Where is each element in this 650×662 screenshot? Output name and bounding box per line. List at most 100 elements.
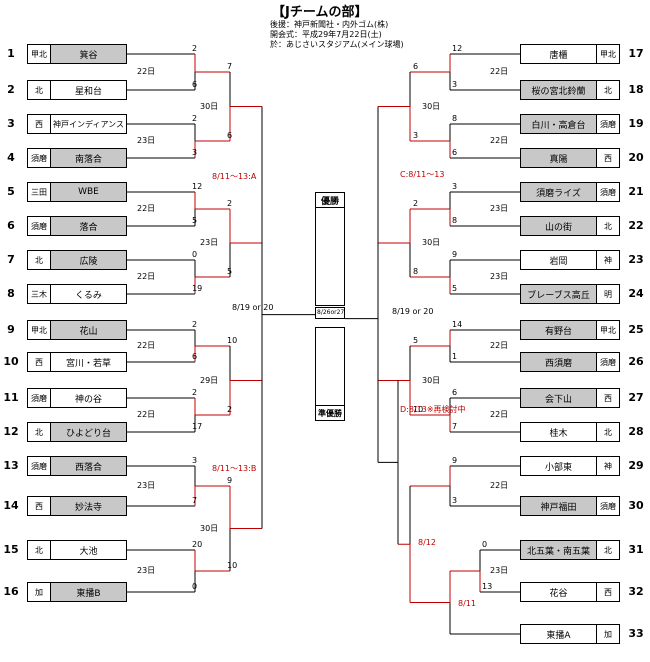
seed-number: 12 [3,425,19,438]
team-entry: 北北五葉・南五葉 [520,540,620,560]
score: 14 [452,320,463,329]
district-label: 北 [596,217,619,235]
score: 8 [452,114,458,123]
match-day: 23日 [137,566,156,575]
seed-number: 16 [3,585,19,598]
score: 3 [452,80,458,89]
score: 19 [192,284,203,293]
team-entry: 須磨西落合 [27,456,127,476]
seed-number: 21 [628,185,644,198]
district-label: 北 [596,423,619,441]
team-name: 真陽 [521,149,596,167]
seed-number: 22 [628,219,644,232]
seed-number: 2 [7,83,15,96]
sponsor-line: 後援：神戸新聞社・内外ゴム(株) [270,20,389,29]
champion-box [315,192,345,306]
score: 1 [452,352,458,361]
score: 7 [452,422,458,431]
team-name: 花谷 [549,588,568,599]
seed-number: 24 [628,287,644,300]
round-date: 8/11〜13:A [212,171,257,181]
team-name: 落合 [51,217,126,235]
champion-label-box [315,192,345,208]
match-day: 23日 [200,238,219,247]
score: 8 [413,267,419,276]
seed-number: 17 [628,47,644,60]
runner-up-label-box [315,405,345,421]
score: 10 [413,405,424,414]
score: 2 [192,44,198,53]
score: 6 [413,62,419,71]
team-name: 神戸インディアンス [53,119,124,129]
team-name: 花山 [51,321,126,339]
score: 3 [192,456,198,465]
district-label: 明 [596,285,619,303]
score: 3 [452,182,458,191]
team-name: 大池 [79,546,98,557]
score: 0 [482,540,488,549]
district-label: 西 [28,497,51,515]
team-name: 東播B [51,583,126,601]
district-label: 須磨 [596,115,619,133]
team-entry: 須磨 神の谷 [27,388,127,408]
score: 5 [452,284,458,293]
score: 2 [413,199,419,208]
page-title: 【Jチームの部】 [272,5,368,20]
seed-number: 33 [628,627,644,640]
score: 10 [227,561,238,570]
score: 9 [452,456,458,465]
team-entry: 甲北有野台 [520,320,620,340]
team-name: 箕谷 [51,45,126,63]
score: 0 [192,582,198,591]
seed-number: 19 [628,117,644,130]
seed-number: 11 [3,391,19,404]
team-entry: 須磨須磨ライズ [520,182,620,202]
district-label: 西 [596,389,619,407]
score: 2 [192,320,198,329]
district-label: 西 [596,149,619,167]
seed-number: 26 [628,355,644,368]
match-day: 22日 [137,341,156,350]
district-label: 須磨 [596,183,619,201]
team-name: 岩岡 [549,256,568,267]
match-day: 30日 [200,101,219,111]
team-name: 桂木 [549,428,568,439]
district-label: 三田 [28,183,51,201]
score: 10 [227,336,238,345]
team-entry: 北広陵 [27,250,127,270]
match-day: 30日 [200,523,219,533]
team-entry: 北ひよどり台 [27,422,127,442]
semifinal-date: 8/19 or 20 [392,306,434,316]
team-name: 星和台 [74,86,102,97]
team-name: 唐櫃 [549,50,568,61]
district-label: 須磨 [596,497,619,515]
score: 17 [192,422,203,431]
district-label: 甲北 [28,321,51,339]
seed-number: 23 [628,253,644,266]
team-entry: 西会下山 [520,388,620,408]
team-entry: 須磨南落合 [27,148,127,168]
seed-number: 18 [628,83,644,96]
district-label: 西 [28,353,51,371]
district-label: 加 [596,625,619,643]
round-date: 8/11〜13:B [212,463,257,473]
match-day: 22日 [490,410,509,419]
team-name: WBE [51,183,126,201]
match-day: 23日 [490,566,509,575]
score: 3 [413,131,419,140]
team-name: 神の谷 [74,394,102,405]
score: 12 [452,44,463,53]
match-day: 22日 [137,67,156,76]
district-label: 須磨 [28,389,51,407]
team-name: ブレーブス高丘 [521,285,596,303]
score: 6 [227,131,233,140]
score: 5 [413,336,419,345]
match-day: 23日 [490,204,509,213]
opening-date-line: 開会式：平成29年7月22日(土) [270,30,382,39]
team-name: 須磨ライズ [521,183,596,201]
score: 7 [227,62,233,71]
district-label: 神 [596,457,619,475]
team-name: 山の街 [521,217,596,235]
round-date: 8/12 [418,538,436,548]
team-name: 神戸福田 [521,497,596,515]
